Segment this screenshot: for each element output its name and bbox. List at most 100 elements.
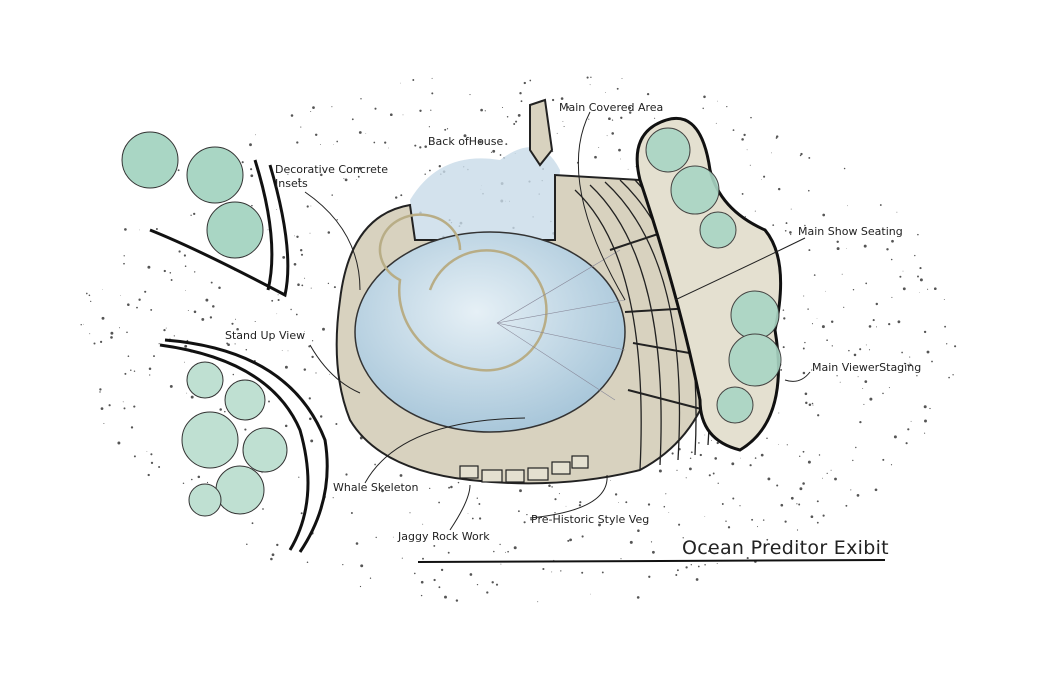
speckle	[732, 497, 735, 500]
speckle	[732, 129, 735, 131]
speckle	[455, 599, 459, 602]
speckle	[836, 247, 840, 251]
speckle	[890, 258, 893, 261]
speckle	[542, 567, 545, 571]
speckle	[727, 526, 731, 529]
speckle	[234, 343, 236, 345]
speckle	[373, 141, 376, 144]
speckle	[566, 106, 570, 109]
speckle	[646, 92, 650, 96]
speckle	[251, 204, 253, 207]
speckle	[589, 84, 591, 86]
speckle	[699, 453, 702, 457]
speckle	[300, 126, 302, 128]
speckle	[310, 111, 312, 112]
speckle	[717, 100, 718, 102]
speckle	[290, 308, 292, 311]
speckle	[598, 146, 600, 148]
speckle	[309, 417, 312, 421]
speckle	[126, 331, 128, 334]
speckle	[857, 376, 859, 378]
speckle	[80, 324, 82, 326]
speckle	[444, 128, 447, 131]
speckle	[916, 375, 918, 377]
speckle	[360, 564, 364, 568]
label-back-of-house: Back ofHouse	[428, 135, 504, 148]
right-trees	[645, 127, 782, 424]
speckle	[802, 450, 805, 453]
speckle	[523, 81, 526, 85]
speckle	[83, 323, 84, 325]
bottom-left-planter	[159, 338, 329, 553]
speckle	[513, 123, 516, 125]
speckle	[816, 317, 818, 319]
speckle	[231, 322, 234, 325]
speckle	[927, 288, 929, 290]
speckle	[210, 281, 213, 284]
speckle	[804, 341, 806, 344]
speckle	[811, 323, 814, 325]
speckle	[146, 451, 148, 452]
speckle	[428, 126, 430, 128]
speckle	[476, 497, 478, 499]
speckle	[853, 353, 857, 357]
speckle	[158, 343, 160, 345]
speckle	[322, 327, 325, 331]
speckle	[457, 481, 460, 484]
speckle	[784, 229, 787, 232]
speckle	[400, 194, 403, 197]
speckle	[772, 224, 775, 226]
speckle	[359, 585, 362, 588]
speckle	[448, 486, 451, 489]
speckle	[484, 110, 486, 112]
speckle	[749, 464, 752, 467]
speckle	[952, 374, 954, 376]
speckle	[478, 517, 482, 520]
speckle	[796, 503, 798, 505]
speckle	[556, 132, 558, 134]
speckle	[862, 388, 864, 390]
speckle	[395, 196, 398, 199]
speckle	[294, 235, 295, 237]
speckle	[507, 550, 509, 553]
speckle	[300, 253, 304, 256]
speckle	[169, 384, 173, 388]
speckle	[864, 380, 868, 383]
speckle	[327, 231, 331, 234]
speckle	[843, 306, 845, 308]
speckle	[810, 515, 814, 519]
speckle	[808, 189, 810, 192]
speckle	[874, 488, 878, 492]
speckle	[588, 118, 590, 120]
speckle	[910, 420, 912, 422]
speckle	[342, 564, 344, 566]
speckle	[616, 87, 619, 90]
speckle	[282, 256, 286, 259]
speckle	[888, 322, 891, 326]
speckle	[741, 192, 744, 195]
speckle	[358, 131, 362, 134]
speckle	[519, 92, 522, 95]
speckle	[209, 316, 213, 319]
speckle	[139, 229, 140, 231]
speckle	[163, 328, 166, 332]
speckle	[336, 140, 339, 143]
speckle	[271, 553, 275, 557]
speckle	[429, 487, 431, 490]
speckle	[290, 114, 294, 117]
speckle	[567, 539, 570, 542]
speckle	[345, 473, 348, 476]
speckle	[907, 428, 910, 431]
speckle	[948, 376, 950, 379]
speckle	[763, 175, 766, 178]
speckle	[569, 538, 572, 542]
speckle	[100, 407, 104, 410]
speckle	[430, 109, 432, 111]
speckle	[133, 370, 136, 372]
speckle	[333, 286, 336, 289]
speckle	[620, 116, 623, 119]
speckle	[250, 168, 253, 171]
speckle	[665, 493, 667, 495]
speckle	[919, 278, 923, 282]
